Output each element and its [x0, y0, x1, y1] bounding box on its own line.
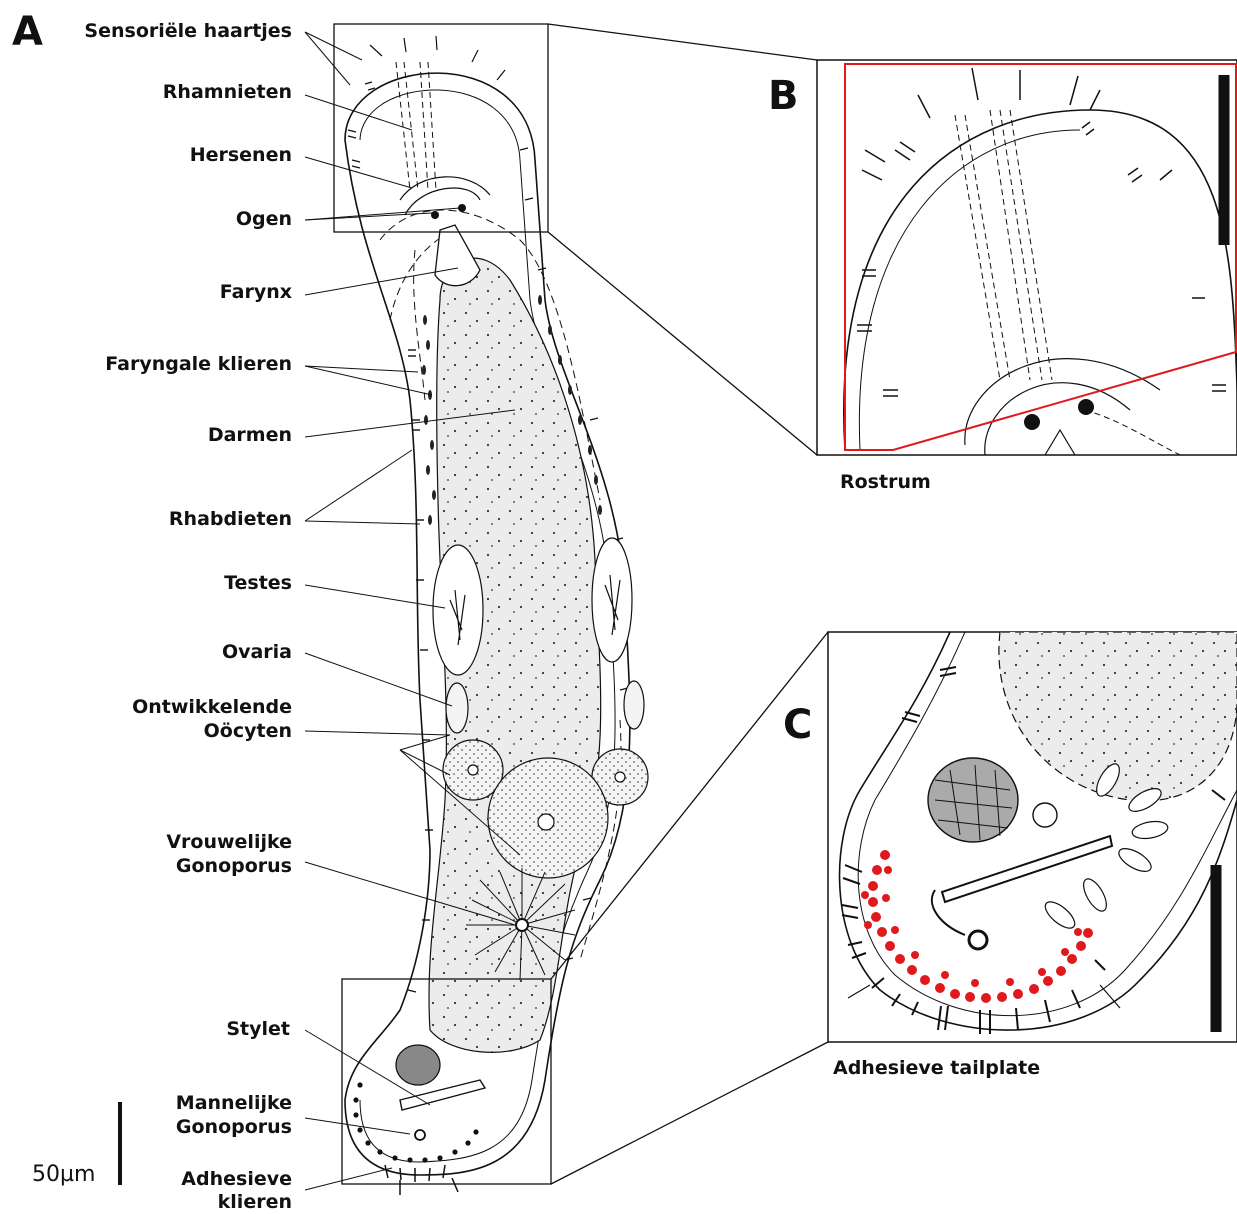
inset-tailplate — [828, 632, 1237, 1042]
male-gonopore — [415, 1130, 425, 1140]
ovary-left — [446, 683, 468, 733]
ovary-right — [624, 681, 644, 729]
seminal-vesicle — [396, 1045, 440, 1085]
seminal-vesicle-c — [928, 758, 1018, 842]
male-gonopore-c — [969, 931, 987, 949]
inset-rostrum — [817, 60, 1237, 455]
eye-left — [431, 211, 439, 219]
testis-left — [433, 545, 483, 675]
